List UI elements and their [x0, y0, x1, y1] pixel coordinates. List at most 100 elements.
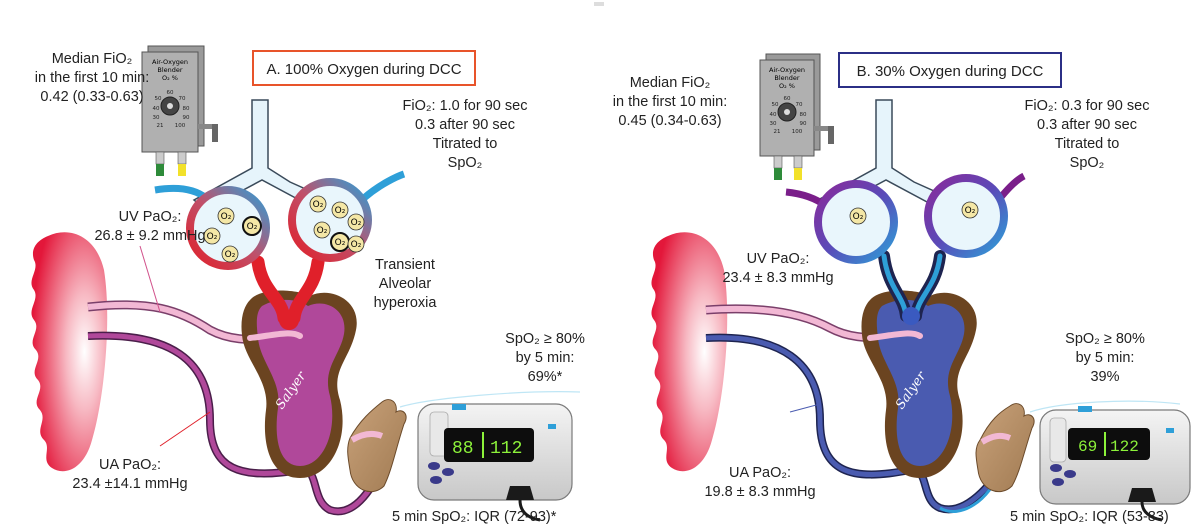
uv-pao2-value: 26.8 ± 9.2 mmHg [94, 228, 206, 244]
svg-text:O₂: O₂ [351, 240, 362, 250]
svg-text:60: 60 [167, 90, 174, 96]
fio2-after: 0.3 after 90 sec [415, 117, 515, 133]
fio2-titrated-target: SpO₂ [447, 155, 483, 171]
svg-text:O₂: O₂ [207, 232, 218, 242]
spo2-target-time: by 5 min: [1075, 350, 1135, 366]
pulse-oximeter-b: 69 122 [1029, 400, 1191, 522]
placenta-a [31, 232, 108, 472]
svg-text:70: 70 [179, 96, 186, 102]
svg-text:O₂: O₂ [335, 238, 346, 248]
alveolar-note-line3: hyperoxia [373, 295, 437, 311]
svg-text:100: 100 [175, 123, 186, 129]
svg-text:Air-Oxygen: Air-Oxygen [769, 66, 805, 74]
svg-text:50: 50 [155, 96, 162, 102]
fio2-initial: FiO₂: 0.3 for 90 sec [1024, 98, 1150, 114]
median-fio2-value: 0.42 (0.33-0.63) [40, 89, 144, 105]
svg-text:Air-Oxygen: Air-Oxygen [152, 58, 188, 66]
svg-text:50: 50 [772, 102, 779, 108]
svg-text:Blender: Blender [774, 74, 800, 82]
panel-a-spo2-target: SpO₂ ≥ 80% by 5 min: 69%* [490, 330, 600, 387]
spo2-target-threshold: SpO₂ ≥ 80% [1065, 331, 1145, 347]
median-fio2-period: in the first 10 min: [612, 94, 728, 110]
svg-text:30: 30 [770, 121, 777, 127]
monitor-hr-a: 112 [490, 439, 522, 459]
svg-text:80: 80 [183, 106, 190, 112]
fio2-titrated-target: SpO₂ [1069, 155, 1105, 171]
panel-a-alveolar-note: Transient Alveolar hyperoxia [360, 256, 450, 313]
median-fio2-period: in the first 10 min: [34, 70, 150, 86]
panel-b-title: B. 30% Oxygen during DCC [838, 52, 1062, 88]
spo2-target-threshold: SpO₂ ≥ 80% [505, 331, 585, 347]
uv-pao2-label: UV PaO₂: [746, 251, 810, 267]
svg-text:100: 100 [792, 129, 803, 135]
median-fio2-heading: Median FiO₂ [629, 75, 711, 91]
svg-text:21: 21 [774, 129, 781, 135]
svg-text:O₂: O₂ [221, 212, 232, 222]
ua-pao2-value: 19.8 ± 8.3 mmHg [704, 484, 816, 500]
spo2-target-value: 69%* [527, 369, 563, 385]
baby-hand-a [347, 399, 407, 492]
alveolus-a-left [186, 186, 270, 270]
panel-b-uv-pao2: UV PaO₂: 23.4 ± 8.3 mmHg [708, 250, 848, 288]
panel-a-ua-pao2: UA PaO₂: 23.4 ±14.1 mmHg [60, 456, 200, 494]
alveolar-note-line1: Transient [375, 257, 435, 273]
panel-a-median-fio2: Median FiO₂ in the first 10 min: 0.42 (0… [22, 50, 162, 107]
o2-molecules-b: O₂ O₂ [849, 201, 979, 225]
ua-pao2-label: UA PaO₂: [98, 457, 162, 473]
svg-text:30: 30 [153, 115, 160, 121]
monitor-spo2-b: 69 [1078, 438, 1097, 456]
monitor-hr-b: 122 [1110, 438, 1139, 456]
ua-pao2-label: UA PaO₂: [728, 465, 792, 481]
panel-a-illustration: Salyer O₂ O₂ O₂ O₂ O₂ O₂ O₂ O₂ O₂ O₂ [31, 45, 581, 522]
o2-molecules-a: O₂ O₂ O₂ O₂ O₂ O₂ O₂ O₂ O₂ O₂ [203, 195, 365, 263]
svg-text:O₂: O₂ [225, 250, 236, 260]
uv-pao2-value: 23.4 ± 8.3 mmHg [722, 270, 834, 286]
svg-text:O₂ %: O₂ % [162, 74, 178, 82]
svg-text:21: 21 [157, 123, 164, 129]
median-fio2-value: 0.45 (0.34-0.63) [618, 113, 722, 129]
panel-b-median-fio2: Median FiO₂ in the first 10 min: 0.45 (0… [600, 74, 740, 131]
svg-text:O₂: O₂ [317, 226, 328, 236]
oxygen-blender-a: Air-Oxygen Blender O₂ % [141, 45, 218, 176]
svg-text:60: 60 [784, 96, 791, 102]
panel-a-spo2-iqr: 5 min SpO₂: IQR (72-93)* [392, 509, 557, 525]
panel-b-ua-pao2: UA PaO₂: 19.8 ± 8.3 mmHg [690, 464, 830, 502]
panel-a-title: A. 100% Oxygen during DCC [252, 50, 476, 86]
panel-b-illustration: Salyer O₂ O₂ 69 122 [651, 53, 1191, 522]
panel-b-spo2-target: SpO₂ ≥ 80% by 5 min: 39% [1050, 330, 1160, 387]
fio2-titrated: Titrated to [432, 136, 498, 152]
svg-text:40: 40 [153, 106, 160, 112]
panel-a-fio2-schedule: FiO₂: 1.0 for 90 sec 0.3 after 90 sec Ti… [390, 97, 540, 173]
svg-text:Blender: Blender [157, 66, 183, 74]
svg-text:O₂: O₂ [853, 212, 864, 222]
ua-pao2-value: 23.4 ±14.1 mmHg [72, 476, 188, 492]
svg-text:O₂: O₂ [965, 206, 976, 216]
svg-text:O₂: O₂ [351, 218, 362, 228]
svg-text:O₂: O₂ [335, 206, 346, 216]
panel-b-fio2-schedule: FiO₂: 0.3 for 90 sec 0.3 after 90 sec Ti… [1012, 97, 1162, 173]
svg-text:90: 90 [183, 115, 190, 121]
svg-text:O₂ %: O₂ % [779, 82, 795, 90]
placenta-b [651, 232, 728, 472]
median-fio2-heading: Median FiO₂ [51, 51, 133, 67]
fio2-initial: FiO₂: 1.0 for 90 sec [402, 98, 528, 114]
panel-b-spo2-iqr: 5 min SpO₂: IQR (53-83) [1010, 509, 1169, 525]
svg-text:O₂: O₂ [247, 222, 258, 232]
svg-text:O₂: O₂ [313, 200, 324, 210]
uv-pao2-label: UV PaO₂: [118, 209, 182, 225]
svg-text:80: 80 [800, 112, 807, 118]
baby-hand-b [975, 403, 1035, 492]
spo2-target-value: 39% [1090, 369, 1120, 385]
spo2-target-time: by 5 min: [515, 350, 575, 366]
panel-a-uv-pao2: UV PaO₂: 26.8 ± 9.2 mmHg [80, 208, 220, 246]
fio2-after: 0.3 after 90 sec [1037, 117, 1137, 133]
pulse-oximeter-a: 88 112 [399, 391, 581, 522]
blender-a-dial-ticks: 21 30 40 50 60 70 80 90 100 [153, 90, 190, 129]
fio2-titrated: Titrated to [1054, 136, 1120, 152]
svg-text:40: 40 [770, 112, 777, 118]
svg-text:90: 90 [800, 121, 807, 127]
monitor-spo2-a: 88 [452, 439, 474, 459]
alveolar-note-line2: Alveolar [378, 276, 432, 292]
oxygen-blender-b: Air-Oxygen Blender O₂ % [759, 53, 834, 180]
